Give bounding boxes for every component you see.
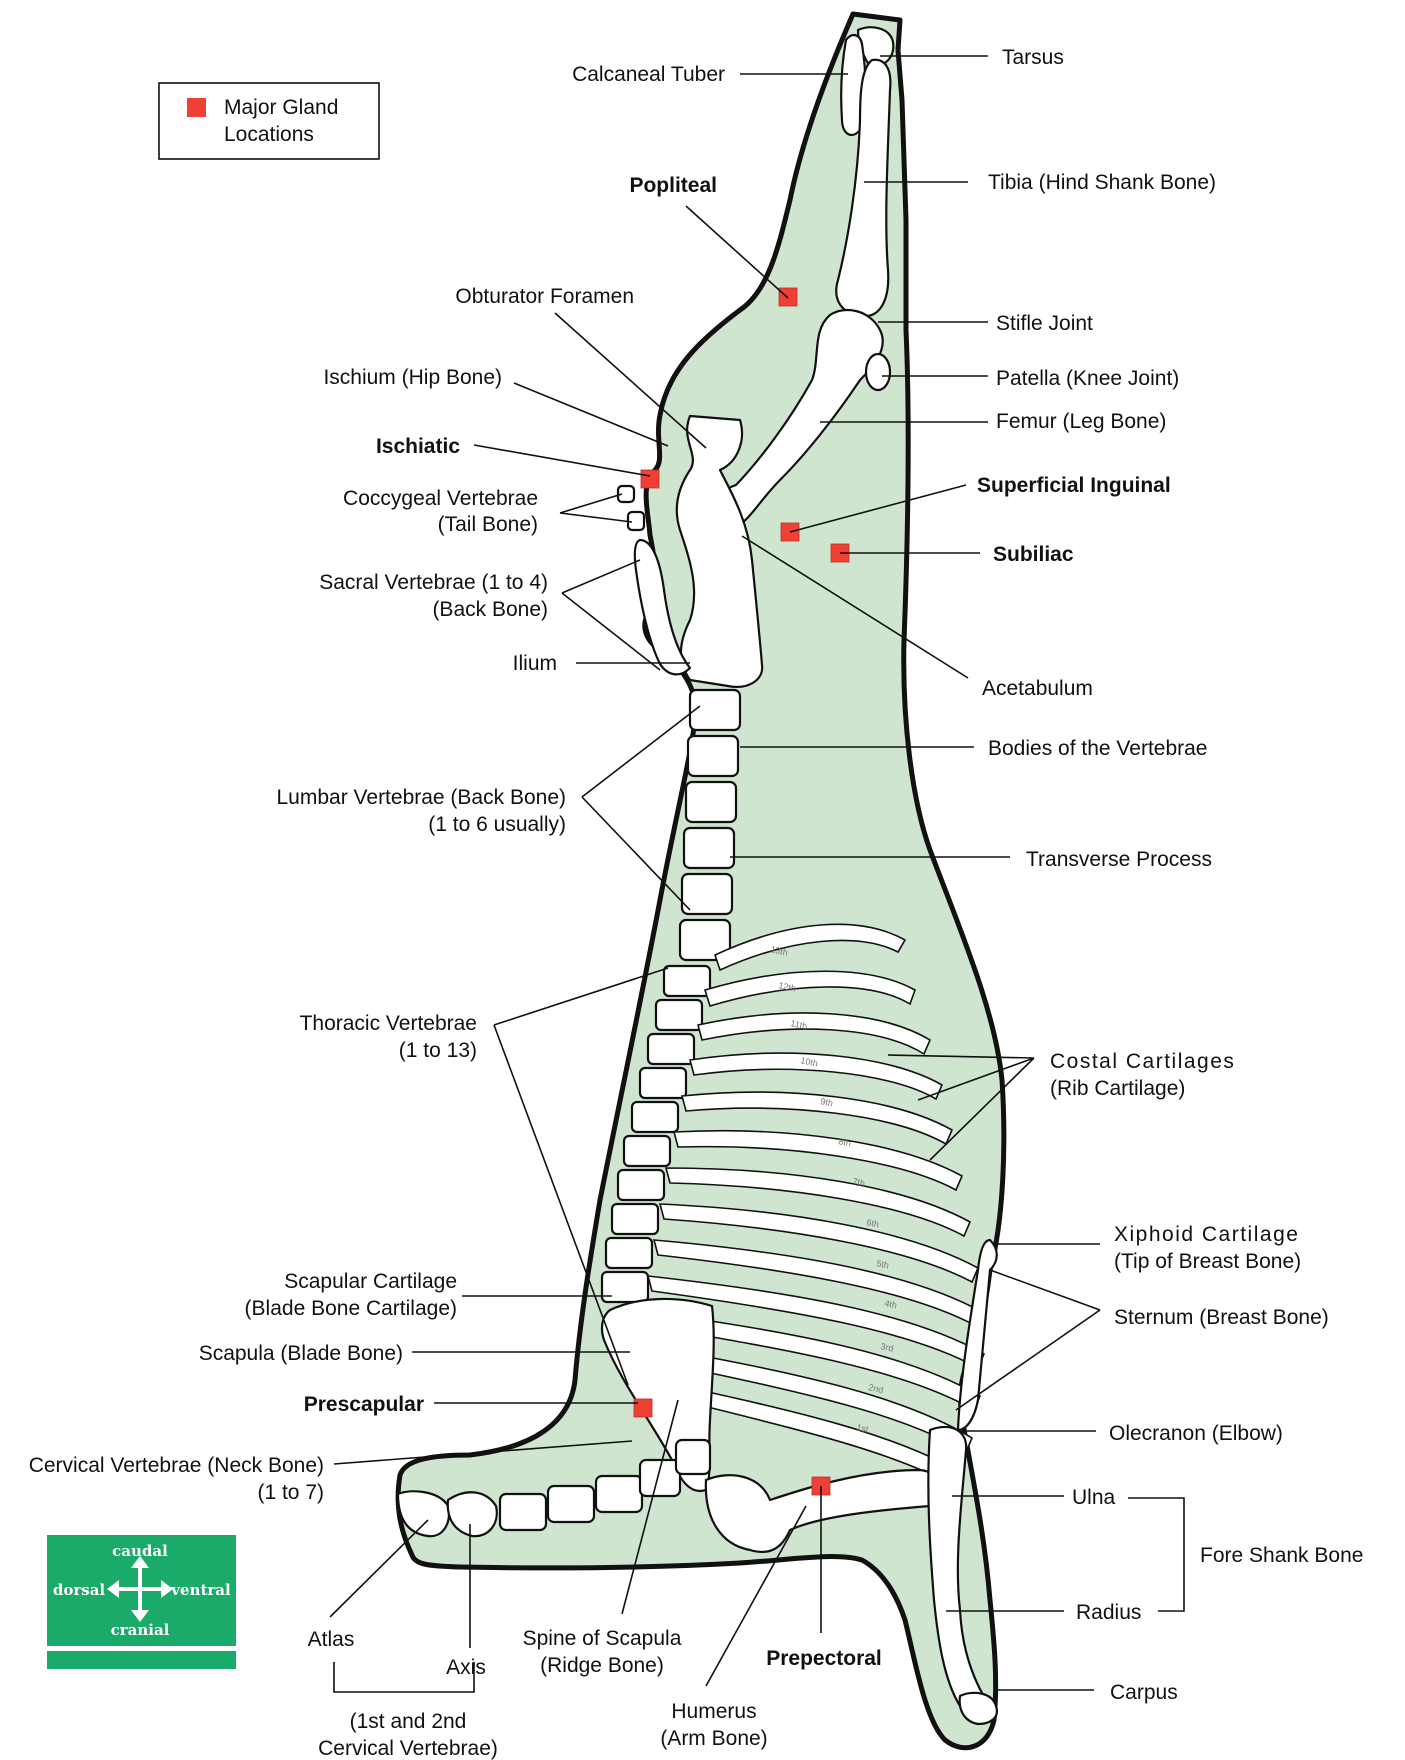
lumbar-vertebra — [688, 736, 738, 776]
label-humerus-line1: Humerus — [671, 1700, 756, 1723]
label-spine-scapula-line2: (Ridge Bone) — [540, 1654, 664, 1677]
label-radius: Radius — [1076, 1601, 1141, 1624]
leader-line — [560, 513, 632, 522]
label-popliteal: Popliteal — [629, 174, 717, 197]
thoracic-vertebra — [648, 1034, 694, 1064]
cervical-vertebra — [548, 1486, 594, 1522]
label-ulna: Ulna — [1072, 1486, 1116, 1509]
label-cervical-line1: Cervical Vertebrae (Neck Bone) — [29, 1454, 324, 1477]
thoracic-vertebra — [624, 1136, 670, 1166]
label-coccygeal-line1: Coccygeal Vertebrae — [343, 487, 538, 510]
label-prescapular: Prescapular — [304, 1393, 424, 1416]
label-lumbar-line1: Lumbar Vertebrae (Back Bone) — [277, 786, 567, 809]
label-ischium: Ischium (Hip Bone) — [323, 366, 502, 389]
thoracic-vertebra — [618, 1170, 664, 1200]
label-femur: Femur (Leg Bone) — [996, 410, 1166, 433]
label-scapula: Scapula (Blade Bone) — [199, 1342, 403, 1365]
legend: Major Gland Locations — [159, 83, 379, 159]
label-costal-line1: Costal Cartilages — [1050, 1050, 1235, 1073]
label-subiliac: Subiliac — [993, 543, 1074, 566]
label-sacral-line1: Sacral Vertebrae (1 to 4) — [319, 571, 548, 594]
label-obturator-foramen: Obturator Foramen — [455, 285, 634, 308]
compass-right: ventral — [170, 1581, 231, 1599]
thoracic-vertebra — [606, 1238, 652, 1268]
label-xiphoid-line2: (Tip of Breast Bone) — [1114, 1250, 1301, 1273]
prescapular-gland-marker — [634, 1399, 652, 1417]
label-axis: Axis — [446, 1656, 486, 1679]
label-stifle-joint: Stifle Joint — [996, 312, 1093, 335]
label-coccygeal-line2: (Tail Bone) — [438, 513, 538, 536]
label-cervical-line2: (1 to 7) — [257, 1481, 324, 1504]
compass-left: dorsal — [53, 1581, 106, 1599]
label-tibia: Tibia (Hind Shank Bone) — [988, 171, 1216, 194]
label-patella: Patella (Knee Joint) — [996, 367, 1179, 390]
label-calcaneal-tuber: Calcaneal Tuber — [572, 63, 725, 86]
label-humerus-line2: (Arm Bone) — [660, 1727, 767, 1750]
label-scapular-cartilage-line1: Scapular Cartilage — [284, 1270, 457, 1293]
cervical-vertebra — [500, 1494, 546, 1530]
thoracic-vertebra — [612, 1204, 658, 1234]
label-xiphoid-line1: Xiphoid Cartilage — [1114, 1223, 1299, 1246]
leader-line — [474, 445, 650, 476]
label-sacral-line2: (Back Bone) — [432, 598, 548, 621]
label-ischiatic: Ischiatic — [376, 435, 460, 458]
patella-bone — [866, 354, 890, 390]
label-bodies-vertebrae: Bodies of the Vertebrae — [988, 737, 1208, 760]
ischiatic-gland-marker — [641, 470, 659, 488]
fore-shank-bracket — [1128, 1498, 1184, 1611]
label-thoracic-line2: (1 to 13) — [399, 1039, 477, 1062]
cervical-vertebra — [596, 1476, 642, 1512]
leader-line — [686, 206, 788, 298]
label-costal-line2: (Rib Cartilage) — [1050, 1077, 1185, 1100]
label-olecranon: Olecranon (Elbow) — [1109, 1422, 1283, 1445]
leader-line — [560, 494, 622, 513]
label-first-second-line1: (1st and 2nd — [350, 1710, 467, 1733]
thoracic-vertebra — [656, 1000, 702, 1030]
lumbar-vertebra — [686, 782, 736, 822]
label-first-second-line2: Cervical Vertebrae) — [318, 1737, 498, 1760]
lumbar-vertebra — [690, 690, 740, 730]
legend-label-line1: Major Gland — [224, 96, 338, 119]
cervical-vertebra — [640, 1460, 680, 1496]
compass-bar — [47, 1651, 236, 1669]
label-scapular-cartilage-line2: (Blade Bone Cartilage) — [245, 1297, 457, 1320]
lumbar-vertebra — [682, 874, 732, 914]
label-acetabulum: Acetabulum — [982, 677, 1093, 700]
legend-gland-swatch — [187, 98, 206, 117]
label-superficial-inguinal: Superficial Inguinal — [977, 474, 1171, 497]
cervical-vertebra — [676, 1440, 710, 1474]
thoracic-vertebra — [664, 966, 710, 996]
label-tarsus: Tarsus — [1002, 46, 1064, 69]
leader-line — [330, 1520, 428, 1617]
compass-bottom: cranial — [111, 1621, 170, 1639]
leader-line — [562, 560, 640, 593]
label-thoracic-line1: Thoracic Vertebrae — [300, 1012, 477, 1035]
compass-top: caudal — [112, 1542, 168, 1560]
thoracic-vertebra — [602, 1272, 648, 1302]
label-transverse-process: Transverse Process — [1026, 848, 1212, 871]
label-sternum: Sternum (Breast Bone) — [1114, 1306, 1329, 1329]
label-lumbar-line2: (1 to 6 usually) — [428, 813, 566, 836]
label-fore-shank: Fore Shank Bone — [1200, 1544, 1363, 1567]
orientation-compass: caudal cranial dorsal ventral — [47, 1535, 236, 1669]
label-atlas: Atlas — [308, 1628, 355, 1651]
lumbar-vertebra — [684, 828, 734, 868]
label-carpus: Carpus — [1110, 1681, 1178, 1704]
legend-box — [159, 83, 379, 159]
thoracic-vertebra — [632, 1102, 678, 1132]
thoracic-vertebra — [640, 1068, 686, 1098]
leader-line — [990, 1270, 1100, 1310]
label-spine-scapula-line1: Spine of Scapula — [523, 1627, 682, 1650]
legend-label-line2: Locations — [224, 123, 314, 146]
label-ilium: Ilium — [513, 652, 557, 675]
label-prepectoral: Prepectoral — [766, 1647, 882, 1670]
